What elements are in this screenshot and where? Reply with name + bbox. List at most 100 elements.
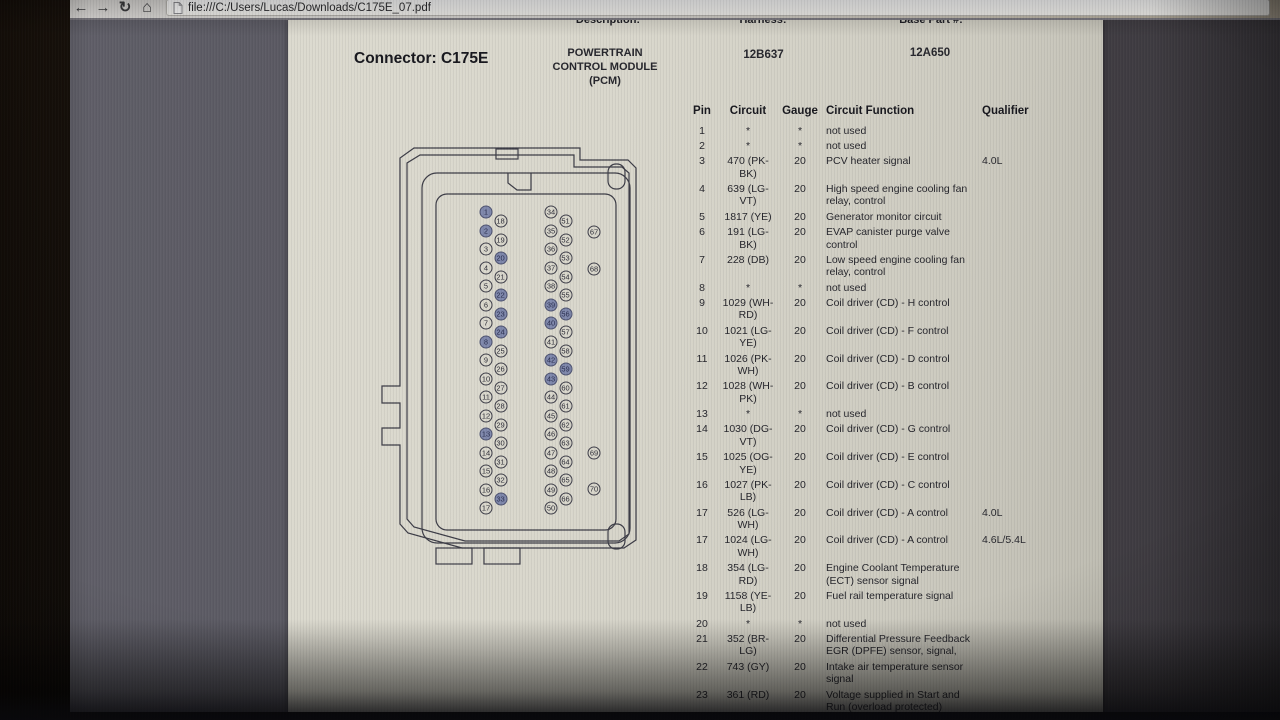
table-cell: 1030 (DG-VT): [723, 423, 773, 448]
pin-30: 30: [494, 436, 507, 450]
table-cell: [978, 408, 1042, 420]
pin-16: 16: [479, 483, 493, 496]
table-cell: 20: [696, 617, 708, 630]
pin-40: 40: [544, 316, 558, 330]
back-icon[interactable]: ←: [73, 0, 89, 16]
home-icon[interactable]: ⌂: [142, 0, 152, 16]
table-cell: 17: [696, 534, 708, 547]
table-row: 13**not used: [686, 408, 1046, 420]
refresh-icon[interactable]: ↻: [118, 0, 132, 16]
table-cell: 20: [794, 380, 806, 393]
table-cell: 20: [794, 660, 806, 673]
table-cell: 20: [794, 253, 806, 266]
table-cell: *: [745, 139, 751, 152]
table-cell: 20: [794, 534, 806, 547]
table-cell: Coil driver (CD) - B control: [826, 380, 950, 393]
column-header: Circuit Function: [826, 105, 915, 117]
table-cell: 15: [696, 451, 708, 464]
pin-33: 33: [494, 492, 507, 505]
pin-62: 62: [559, 418, 572, 431]
base-part-value: 12A650: [909, 47, 951, 59]
table-cell: 17: [696, 506, 708, 519]
table-cell: 1021 (LG-YE): [724, 324, 772, 350]
pin-66: 66: [559, 492, 572, 505]
table-cell: 20: [794, 155, 806, 168]
table-row: 20 * * not used: [686, 618, 1046, 630]
table-cell: 14: [696, 423, 708, 436]
pin-56: 56: [559, 307, 572, 320]
pin-59: 59: [559, 362, 572, 376]
pin-5: 5: [479, 279, 493, 293]
description-value: POWERTRAIN CONTROL MODULE (PCM): [552, 47, 658, 87]
table-cell: [978, 226, 1042, 251]
pin-25: 25: [494, 344, 507, 357]
table-cell: 9: [699, 297, 705, 310]
table-cell: Coil driver (CD) - C control: [826, 478, 950, 491]
pin-43: 43: [544, 372, 558, 385]
table-cell: Generator monitor circuit: [826, 210, 942, 223]
base-part-label: Base Part #:: [899, 20, 963, 26]
table-cell: 20: [794, 688, 806, 701]
table-cell: 11: [696, 352, 708, 365]
table-cell: 1025 (OG-YE): [723, 451, 773, 476]
table-cell: [978, 140, 1042, 152]
monitor-screen: ← → ↻ ⌂ file:///C:/Users/Lucas/Downloads…: [70, 0, 1280, 712]
forward-icon[interactable]: →: [95, 0, 111, 16]
pin-36: 36: [544, 242, 558, 256]
table-cell: *: [797, 617, 803, 630]
table-cell: 361 (RD): [726, 688, 770, 701]
table-cell: 191 (LG-BK): [727, 226, 769, 251]
address-bar[interactable]: file:///C:/Users/Lucas/Downloads/C175E_0…: [166, 0, 1270, 16]
pin-8: 8: [479, 335, 493, 348]
table-cell: High speed engine cooling fan relay, con…: [826, 183, 968, 208]
table-cell: Coil driver (CD) - A control: [826, 506, 948, 519]
pin-39: 39: [544, 298, 558, 311]
pin-49: 49: [544, 483, 558, 496]
table-cell: 1027 (PK-LB): [724, 478, 772, 504]
table-cell: 1029 (WH-RD): [722, 297, 774, 322]
table-cell: *: [745, 408, 751, 421]
table-cell: 20: [794, 589, 806, 602]
table-cell: 10: [696, 324, 708, 337]
pin-17: 17: [479, 501, 493, 515]
table-cell: not used: [826, 617, 867, 630]
pin-53: 53: [559, 251, 572, 265]
harness-label: Harness:: [739, 20, 787, 26]
table-cell: [978, 590, 1042, 615]
table-cell: 1026 (PK-WH): [724, 352, 772, 377]
pin-34: 34: [544, 205, 558, 219]
pin-64: 64: [559, 455, 572, 468]
pin-69: 69: [587, 446, 601, 460]
table-cell: Intake air temperature sensor signal: [826, 660, 964, 686]
table-cell: [978, 562, 1042, 587]
table-cell: [978, 380, 1042, 405]
pin-27: 27: [494, 381, 507, 394]
table-cell: 1028 (WH-PK): [722, 380, 774, 405]
pin-1: 1: [479, 205, 493, 219]
table-cell: *: [745, 617, 751, 630]
table-cell: 12: [696, 380, 708, 393]
pin-15: 15: [479, 464, 493, 478]
browser-toolbar: ← → ↻ ⌂ file:///C:/Users/Lucas/Downloads…: [70, 0, 1280, 20]
table-cell: [978, 325, 1042, 350]
pin-46: 46: [544, 427, 558, 441]
pin-54: 54: [559, 270, 572, 283]
table-cell: [978, 451, 1042, 476]
table-cell: 4.6L/5.4L: [982, 534, 1026, 547]
table-cell: Coil driver (CD) - A control: [826, 534, 948, 547]
pin-13: 13: [479, 427, 493, 441]
table-cell: 20: [794, 297, 806, 310]
table-cell: Coil driver (CD) - F control: [826, 324, 949, 337]
table-cell: 5: [699, 210, 705, 223]
